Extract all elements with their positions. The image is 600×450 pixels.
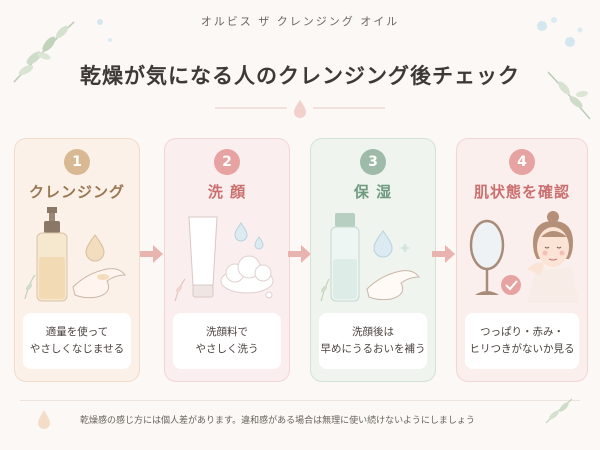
step-card-face-wash: 2 洗 顔 洗顔料で やさしく洗う <box>164 138 290 382</box>
leaf-sprig-icon <box>13 21 75 83</box>
step-number: 1 <box>64 149 90 175</box>
arrow-right-icon <box>288 245 311 263</box>
title-ornament <box>215 100 385 118</box>
face-wash-tube-icon <box>174 216 274 302</box>
water-drops-icon <box>97 19 112 42</box>
leaf-sprig-icon <box>547 71 591 120</box>
step-card-skin-check: 4 肌状態を確認 つっぱり・赤み・ ヒリつきがないか見る <box>456 138 588 382</box>
step-number: 4 <box>509 149 535 175</box>
water-drops-icon <box>537 17 583 47</box>
step-description: 洗顔後は 早めにうるおいを補う <box>319 313 427 369</box>
step-title: クレンジング <box>28 183 125 201</box>
step-description: つっぱり・赤み・ ヒリつきがないか見る <box>465 313 579 369</box>
step-title: 保 湿 <box>353 183 393 201</box>
footer-note: 乾燥感の感じ方には個人差があります。違和感がある場合は無理に使い続けないようにし… <box>20 398 580 437</box>
arrow-right-icon <box>432 245 455 263</box>
step-number: 3 <box>360 149 386 175</box>
lotion-bottle-icon <box>320 213 421 302</box>
droplet-icon <box>38 410 50 429</box>
cleansing-oil-bottle-icon <box>24 207 127 302</box>
arrow-right-icon <box>140 245 163 263</box>
step-description: 適量を使って やさしくなじませる <box>23 313 131 369</box>
leaf-sprig-icon <box>545 398 573 424</box>
step-title: 洗 顔 <box>207 183 247 201</box>
step-number: 2 <box>214 149 240 175</box>
step-card-cleansing: 1 クレンジング 適量を使って やさしくなじませる <box>14 138 140 382</box>
step-description: 洗顔料で やさしく洗う <box>173 313 281 369</box>
mirror-and-face-icon <box>469 211 579 303</box>
page-title: 乾燥が気になる人のクレンジング後チェック <box>80 64 520 88</box>
step-card-moisturize: 3 保 湿 洗顔後は 早めにうるおいを補う <box>310 138 436 382</box>
footer-note-text: 乾燥感の感じ方には個人差があります。違和感がある場合は無理に使い続けないようにし… <box>80 416 475 426</box>
step-title: 肌状態を確認 <box>473 183 570 201</box>
page-subtitle: オルビス ザ クレンジング オイル <box>200 15 400 28</box>
